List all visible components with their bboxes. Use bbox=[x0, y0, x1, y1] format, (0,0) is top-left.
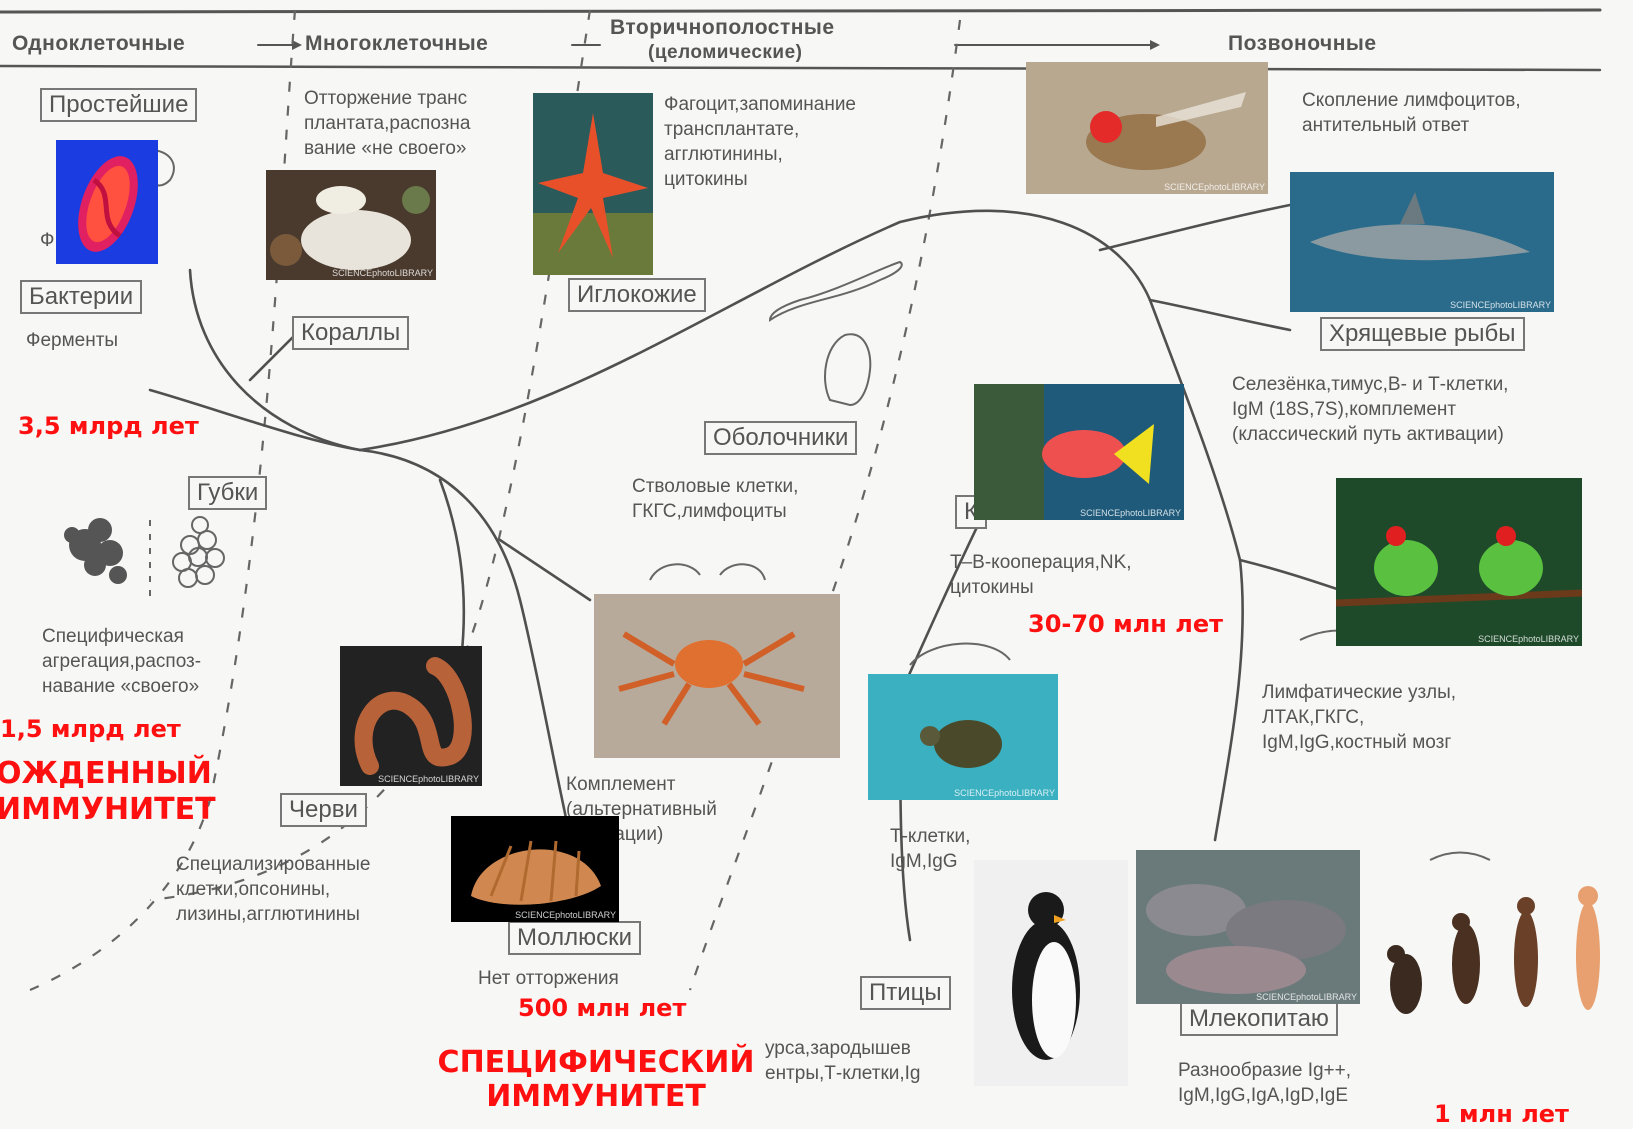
taxon-sponges: Губки bbox=[188, 476, 267, 510]
taxon-echinoderms: Иглокожие bbox=[568, 278, 706, 312]
taxon-cartilaginous-fish: Хрящевые рыбы bbox=[1320, 317, 1525, 351]
taxon-worms: Черви bbox=[280, 793, 367, 827]
header-multicellular: Многоклеточные bbox=[305, 32, 488, 56]
desc-stem-cells: Стволовые клетки, ГКГС,лимфоциты bbox=[632, 474, 798, 524]
worm-photo: SCIENCEphotoLIBRARY bbox=[340, 646, 482, 786]
taxon-tunicates: Оболочники bbox=[704, 421, 857, 455]
penguin-photo bbox=[974, 860, 1128, 1086]
header-unicellular: Одноклеточные bbox=[12, 32, 185, 56]
header-coelomic-line1: Вторичнополостные bbox=[610, 16, 835, 39]
header-coelomic-line2: (целомические) bbox=[648, 42, 802, 64]
annotation-500-mya: 500 млн лет bbox=[518, 994, 686, 1022]
desc-no-rejection: Нет отторжения bbox=[478, 966, 619, 991]
desc-graft-rejection: Отторжение транс плантата,распозна вание… bbox=[304, 86, 470, 161]
shark-photo: SCIENCEphotoLIBRARY bbox=[1290, 172, 1554, 312]
annotation-30-70-mya: 30-70 млн лет bbox=[1028, 610, 1223, 638]
annotation-specific-immunity: СПЕЦИФИЧЕСКИЙ ИММУНИТЕТ bbox=[426, 1046, 766, 1114]
annotation-3-5-bya: 3,5 млрд лет bbox=[18, 412, 199, 440]
taxon-bacteria: Бактерии bbox=[20, 280, 142, 314]
watermark: SCIENCEphotoLIBRARY bbox=[332, 268, 433, 278]
desc-t-cells: Т-клетки, IgM,IgG bbox=[890, 824, 970, 874]
evolution-photo bbox=[1366, 864, 1620, 1048]
desc-specialized-cells: Специализированные клетки,опсонины, лизи… bbox=[176, 852, 370, 927]
desc-enzymes: Ферменты bbox=[26, 328, 118, 353]
desc-ig-diversity: Разнообразие Ig++, IgM,IgG,IgA,IgD,IgE bbox=[1178, 1058, 1351, 1108]
taxon-mammals: Млекопитаю bbox=[1180, 1002, 1338, 1036]
taxon-protozoa: Простейшие bbox=[40, 88, 197, 122]
frogs-photo: SCIENCEphotoLIBRARY bbox=[1336, 478, 1582, 646]
desc-specific-aggregation: Специфическая агрегация,распоз- навание … bbox=[42, 624, 201, 699]
desc-tb-cooperation: Т–В-кооперация,NK, цитокины bbox=[950, 550, 1132, 600]
annotation-1-5-bya: 1,5 млрд лет bbox=[0, 715, 181, 743]
header-coelomic: Вторичнополостные bbox=[610, 16, 835, 40]
taxon-birds: Птицы bbox=[860, 976, 951, 1010]
fish-photo: SCIENCEphotoLIBRARY bbox=[974, 384, 1184, 520]
hippos-photo: SCIENCEphotoLIBRARY bbox=[1136, 850, 1360, 1004]
desc-phagocyte-memory: Фагоцит,запоминание трансплантате, агглю… bbox=[664, 92, 856, 192]
watermark: SCIENCEphotoLIBRARY bbox=[954, 788, 1055, 798]
taxon-corals: Кораллы bbox=[292, 316, 409, 350]
desc-bursa: урса,зародышев ентры,Т-клетки,Ig bbox=[765, 1036, 921, 1086]
watermark: SCIENCEphotoLIBRARY bbox=[1164, 182, 1265, 192]
desc-spleen-thymus: Селезёнка,тимус,В- и Т-клетки, IgM (18S,… bbox=[1232, 372, 1508, 447]
starfish-photo bbox=[533, 93, 653, 275]
shell-photo: SCIENCEphotoLIBRARY bbox=[451, 816, 619, 922]
watermark: SCIENCEphotoLIBRARY bbox=[1080, 508, 1181, 518]
taxon-molluscs: Моллюски bbox=[508, 921, 641, 955]
crab-photo bbox=[594, 594, 840, 758]
bacterium-photo bbox=[56, 140, 158, 264]
turtle-photo: SCIENCEphotoLIBRARY bbox=[868, 674, 1058, 800]
coral-photo: SCIENCEphotoLIBRARY bbox=[266, 170, 436, 280]
watermark: SCIENCEphotoLIBRARY bbox=[515, 910, 616, 920]
desc-lymph-nodes: Лимфатические узлы, ЛТАК,ГКГС, IgM,IgG,к… bbox=[1262, 680, 1456, 755]
fruit-fly-photo: SCIENCEphotoLIBRARY bbox=[1026, 62, 1268, 194]
annotation-1-mya: 1 млн лет bbox=[1434, 1100, 1569, 1128]
watermark: SCIENCEphotoLIBRARY bbox=[378, 774, 479, 784]
header-vertebrates: Позвоночные bbox=[1228, 32, 1377, 56]
desc-lymphocyte-cluster: Скопление лимфоцитов, антительный ответ bbox=[1302, 88, 1521, 138]
watermark: SCIENCEphotoLIBRARY bbox=[1478, 634, 1579, 644]
annotation-innate-2: ИММУНИТЕТ bbox=[0, 792, 216, 827]
watermark: SCIENCEphotoLIBRARY bbox=[1450, 300, 1551, 310]
watermark: SCIENCEphotoLIBRARY bbox=[1256, 992, 1357, 1002]
annotation-innate-1: ОЖДЕННЫЙ bbox=[0, 756, 212, 791]
